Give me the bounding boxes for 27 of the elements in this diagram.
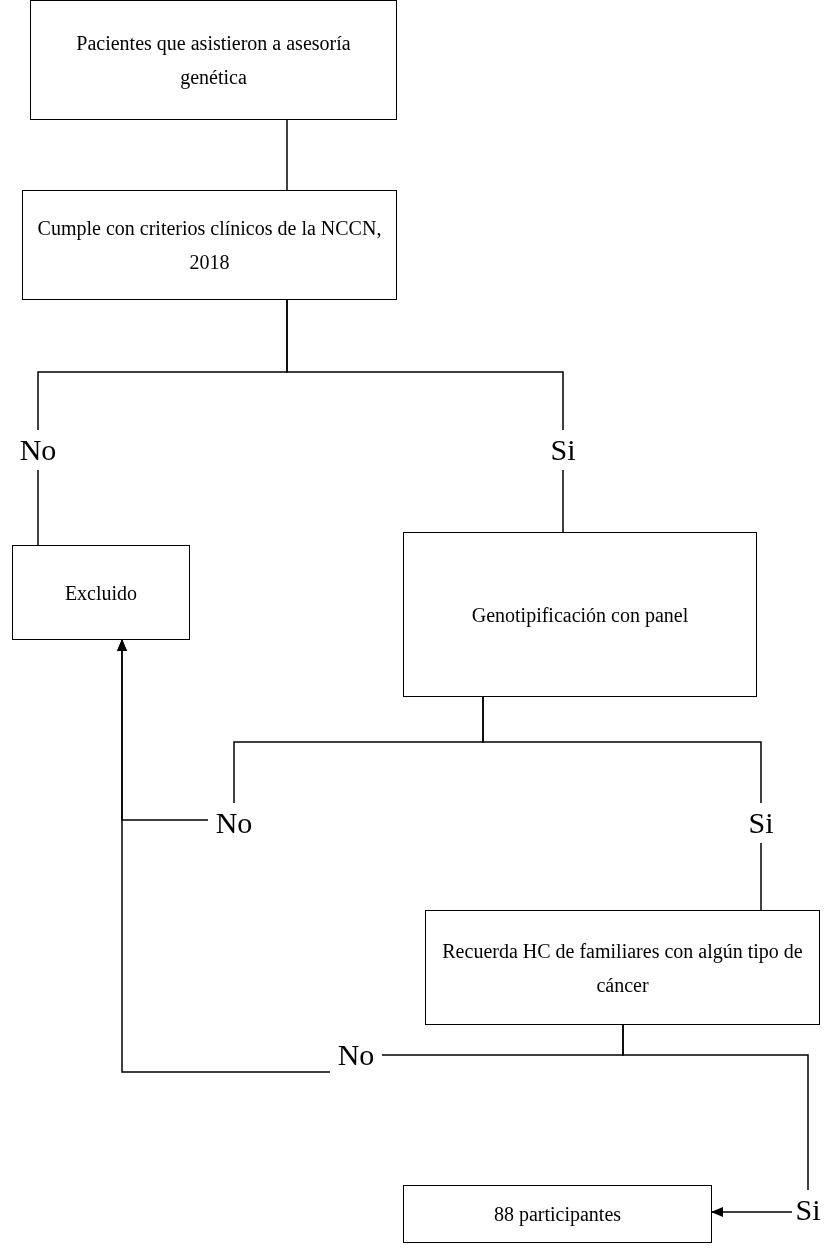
branch-label: Si bbox=[795, 1195, 821, 1225]
box-text: Pacientes que asistieron a asesoría genética bbox=[75, 31, 352, 91]
box-text: Excluido bbox=[64, 580, 138, 606]
process-box bbox=[403, 532, 757, 697]
box-text: 88 participantes bbox=[493, 1202, 622, 1228]
branch-label: No bbox=[337, 1040, 375, 1070]
branch-label: Si bbox=[550, 435, 576, 465]
connector-line bbox=[622, 1024, 809, 1191]
box-text: Genotipificación con panel bbox=[471, 602, 689, 629]
branch-label: Si bbox=[748, 808, 774, 838]
connector-line bbox=[562, 469, 564, 533]
process-box bbox=[425, 910, 820, 1025]
box-text: Recuerda HC de familiares con algún tipo de cáncer bbox=[441, 938, 804, 998]
connector-line bbox=[760, 842, 762, 911]
connector-line bbox=[286, 299, 564, 431]
arrow bbox=[711, 1207, 793, 1217]
connector-line bbox=[286, 119, 288, 191]
connector-line bbox=[37, 469, 39, 546]
branch-label: No bbox=[215, 808, 253, 838]
box-text: Cumple con criterios clínicos de la NCCN, 2018 bbox=[36, 216, 383, 275]
process-box bbox=[30, 0, 397, 120]
process-box bbox=[22, 190, 397, 300]
branch-label: No bbox=[19, 435, 57, 465]
connector-line bbox=[482, 696, 762, 804]
arrow bbox=[117, 639, 331, 1073]
process-box bbox=[403, 1185, 712, 1243]
process-box bbox=[12, 545, 190, 640]
